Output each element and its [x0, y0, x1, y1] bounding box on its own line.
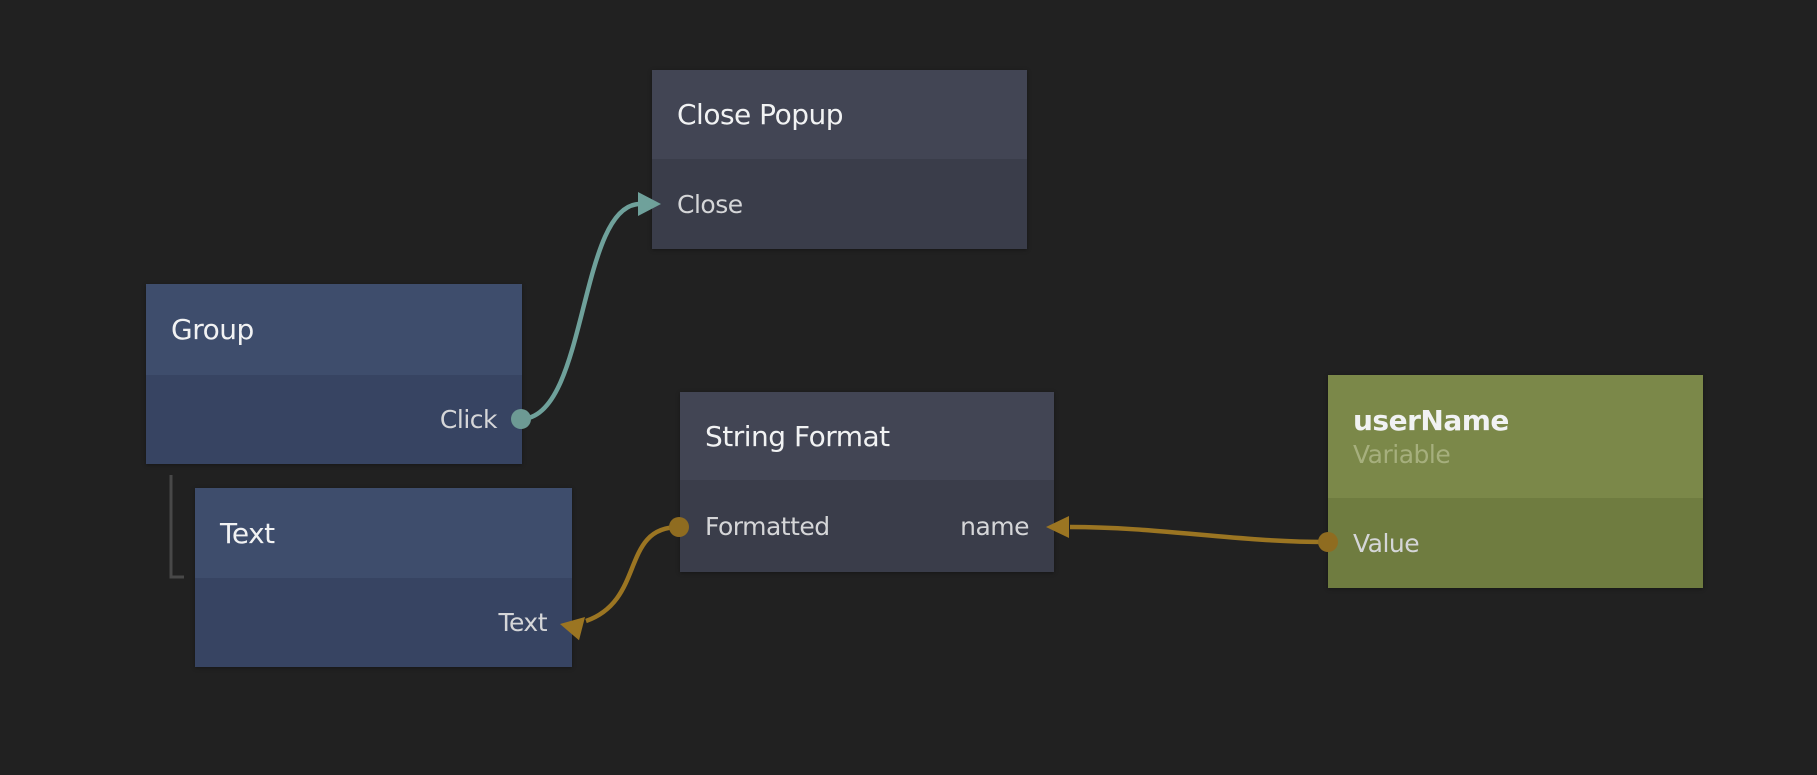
node-close-popup-header[interactable]: Close Popup [652, 70, 1027, 159]
node-title: Group [171, 313, 254, 346]
node-close-popup-body: Close [652, 159, 1027, 249]
node-text-header[interactable]: Text [195, 488, 572, 578]
node-title: Text [220, 516, 275, 550]
node-text-body: Text [195, 578, 572, 667]
port-name-label[interactable]: name [960, 511, 1029, 541]
port-text-label: Text [498, 608, 547, 637]
connection-curve[interactable] [1069, 524, 1329, 545]
port-value[interactable]: Value [1353, 529, 1678, 558]
connection-curve[interactable] [520, 201, 641, 422]
node-group[interactable]: Group Click [146, 284, 522, 464]
port-text[interactable]: Text [220, 608, 547, 637]
node-title: userName [1353, 404, 1509, 437]
node-title: Close Popup [677, 98, 844, 131]
port-close[interactable]: Close [677, 190, 1002, 219]
node-string-format[interactable]: String Format Formatted name [680, 392, 1054, 572]
port-formatted-label[interactable]: Formatted [705, 511, 830, 541]
node-title: String Format [705, 419, 890, 453]
port-click[interactable]: Click [171, 405, 498, 434]
node-username[interactable]: userName Variable Value [1328, 375, 1703, 588]
connection-curve[interactable] [585, 524, 680, 624]
node-text[interactable]: Text Text [195, 488, 572, 667]
port-value-label: Value [1353, 528, 1420, 558]
hierarchy-line-group-text [169, 475, 184, 579]
port-click-label: Click [439, 405, 498, 434]
port-close-label: Close [677, 189, 743, 219]
node-group-body: Click [146, 375, 522, 464]
node-username-header[interactable]: userName Variable [1328, 375, 1703, 498]
node-subtitle: Variable [1353, 440, 1451, 469]
connection-click-to-close[interactable] [511, 192, 661, 429]
node-username-body: Value [1328, 498, 1703, 588]
node-string-format-body: Formatted name [680, 480, 1054, 572]
node-group-header[interactable]: Group [146, 284, 522, 375]
node-close-popup[interactable]: Close Popup Close [652, 70, 1027, 249]
connection-formatted-to-text[interactable] [558, 517, 689, 641]
connection-value-to-name[interactable] [1046, 516, 1338, 552]
node-string-format-header[interactable]: String Format [680, 392, 1054, 480]
